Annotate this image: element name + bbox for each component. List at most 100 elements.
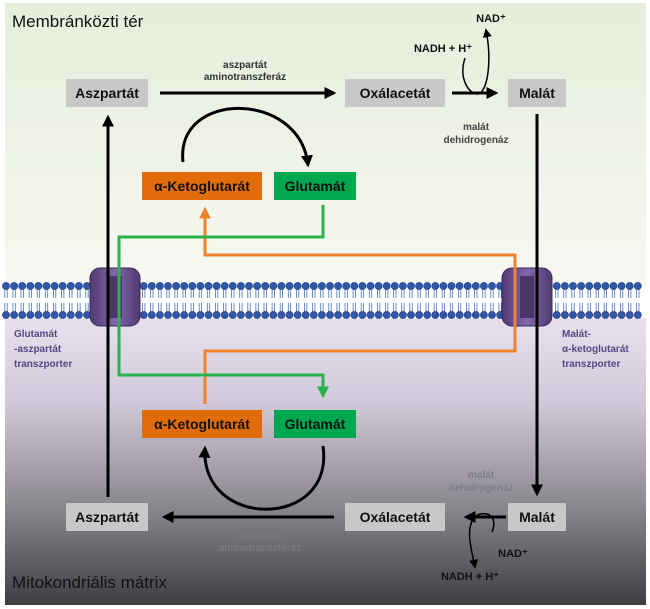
lipid-head xyxy=(633,311,642,319)
bottom-oxaloacetate-box xyxy=(345,503,445,531)
bottom-glutamate-label: Glutamát xyxy=(285,416,346,432)
lipid-head xyxy=(439,311,448,319)
lipid-head xyxy=(390,311,399,319)
lipid-head xyxy=(26,311,35,319)
top-aspartate-label: Aszpartát xyxy=(75,85,139,101)
bottom-mdh-label-line2: dehidrogenáz xyxy=(448,483,513,494)
lipid-head xyxy=(569,311,577,319)
lipid-head xyxy=(334,282,342,290)
lipid-head xyxy=(188,282,197,290)
right-transporter-label-line3: transzporter xyxy=(562,359,620,370)
lipid-head xyxy=(204,311,213,319)
lipid-head xyxy=(617,311,626,319)
glutamate-aspartate-transporter xyxy=(89,267,141,327)
lipid-head xyxy=(293,311,302,319)
glutamate-transport-line xyxy=(117,205,329,399)
lipid-head xyxy=(342,282,351,290)
lipid-head xyxy=(66,311,75,319)
lipid-head xyxy=(245,282,253,290)
lipid-head xyxy=(625,282,634,290)
top-nadh-curl-arrow xyxy=(462,28,492,95)
right-transporter-label-line2: α-ketoglutarát xyxy=(562,344,629,355)
lipid-head xyxy=(196,311,205,319)
top-aminotransferase-label-line1: aszpartát xyxy=(223,60,268,71)
lipid-head xyxy=(10,282,18,290)
top-oxaloacetate-label: Oxálacetát xyxy=(360,85,431,101)
lipid-head xyxy=(236,311,245,319)
lipid-head xyxy=(261,311,270,319)
bottom-aminotransferase-label-line2: aminotranszferáz xyxy=(219,543,301,554)
lipid-head xyxy=(625,311,634,319)
ketoglutarate-transport-line xyxy=(199,206,517,404)
lipid-head xyxy=(593,311,602,319)
bottom-ketoglutarate-box xyxy=(142,410,262,438)
lipid-head xyxy=(147,282,156,290)
lipid-head xyxy=(155,311,164,319)
lipid-head xyxy=(50,311,59,319)
lipid-head xyxy=(285,282,294,290)
lipid-head xyxy=(18,282,27,290)
bottom-mdh-label-line1: malát xyxy=(468,470,495,481)
lipid-head xyxy=(155,282,164,290)
lipid-head xyxy=(277,311,286,319)
bottom-nad-curl-arrow xyxy=(468,512,495,569)
lipid-head xyxy=(407,311,415,319)
lipid-head xyxy=(42,282,51,290)
lipid-head xyxy=(463,311,472,319)
intermembrane-space-title: Membránközti tér xyxy=(12,12,144,31)
lipid-head xyxy=(277,282,286,290)
left-transporter-label-line1: Glutamát xyxy=(14,329,58,340)
lipid-head xyxy=(269,311,278,319)
lipid-head xyxy=(139,282,148,290)
bottom-oxaloacetate-label: Oxálacetát xyxy=(360,509,431,525)
lipid-head xyxy=(334,311,342,319)
bottom-aspartate-label: Aszpartát xyxy=(75,509,139,525)
lipid-head xyxy=(66,282,75,290)
lipid-head xyxy=(382,311,391,319)
lipid-head xyxy=(188,311,197,319)
lipid-head xyxy=(431,311,440,319)
lipid-head xyxy=(447,282,456,290)
bottom-ketoglutarate-label: α-Ketoglutarát xyxy=(154,416,250,432)
lipid-head xyxy=(34,282,43,290)
lipid-head xyxy=(390,282,399,290)
top-aminotransferase-label-line2: aminotranszferáz xyxy=(204,72,286,83)
lipid-head xyxy=(617,282,626,290)
top-malate-box xyxy=(508,79,566,107)
lipid-head xyxy=(172,282,180,290)
bottom-malate-label: Malát xyxy=(519,509,555,525)
lipid-head xyxy=(204,282,213,290)
lipid-head xyxy=(471,282,480,290)
lipid-head xyxy=(301,311,310,319)
lipid-head xyxy=(366,311,375,319)
lipid-head xyxy=(172,311,180,319)
lipid-head xyxy=(309,282,318,290)
lipid-head xyxy=(585,282,594,290)
lipid-head xyxy=(261,282,270,290)
lipid-head xyxy=(455,282,464,290)
lipid-head xyxy=(488,311,496,319)
top-mdh-label-line1: malát xyxy=(463,122,490,133)
right-transporter-label-line1: Malát- xyxy=(562,329,591,340)
lipid-head xyxy=(220,311,229,319)
lipid-head xyxy=(577,311,585,319)
lipid-head xyxy=(569,282,577,290)
lipid-head xyxy=(212,311,221,319)
matrix-region xyxy=(5,318,646,605)
lipid-head xyxy=(488,282,496,290)
lipid-head xyxy=(561,311,569,319)
top-nad-label: NAD⁺ xyxy=(476,13,506,25)
lipid-head xyxy=(309,311,318,319)
lipid-head xyxy=(350,282,359,290)
lipid-head xyxy=(139,311,148,319)
lipid-head xyxy=(50,282,59,290)
lipid-head xyxy=(220,282,229,290)
lipid-head xyxy=(471,311,480,319)
bottom-transamination-arc xyxy=(198,445,326,511)
lipid-head xyxy=(423,282,432,290)
lipid-head xyxy=(326,282,334,290)
lipid-head xyxy=(609,311,618,319)
lipid-head xyxy=(585,311,594,319)
